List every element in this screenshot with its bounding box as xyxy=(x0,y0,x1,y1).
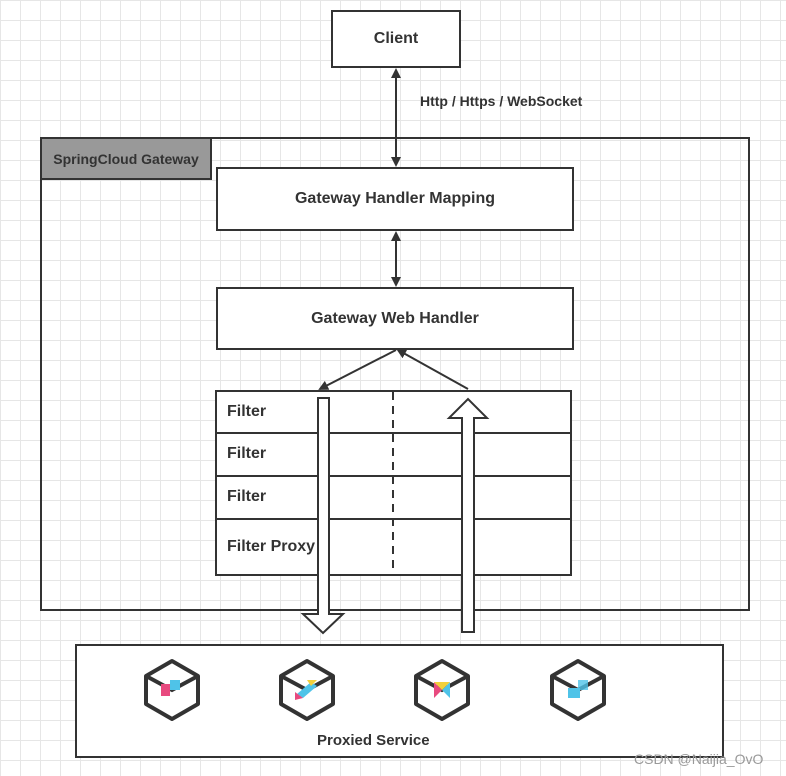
filter-proxy-label: Filter Proxy xyxy=(227,538,316,555)
client-box: Client xyxy=(331,10,461,68)
gateway-title-tag: SpringCloud Gateway xyxy=(40,137,212,180)
filter-row-label: Filter xyxy=(227,444,267,462)
filter-row-label: Filter xyxy=(227,403,267,420)
service-cube-icon xyxy=(550,659,606,721)
filters-to-handler-arrow xyxy=(396,349,469,390)
web-handler-box: Gateway Web Handler xyxy=(216,287,574,350)
watermark: CSDN @Naijia_OvO xyxy=(634,751,764,767)
handler-mapping-box: Gateway Handler Mapping xyxy=(216,167,574,231)
filter-proxy-row: Filter Proxy xyxy=(217,518,570,576)
web-handler-label: Gateway Web Handler xyxy=(311,309,479,327)
filter-row: Filter xyxy=(217,392,570,434)
handler-to-filters-arrow xyxy=(318,349,397,390)
filter-row-label: Filter xyxy=(227,487,267,505)
service-cube-icon xyxy=(144,659,200,721)
proxied-service-label: Proxied Service xyxy=(317,732,430,749)
service-cube-icon xyxy=(414,659,470,721)
gateway-title: SpringCloud Gateway xyxy=(53,150,199,167)
protocol-label: Http / Https / WebSocket xyxy=(420,93,583,109)
response-flow-arrow xyxy=(446,397,490,633)
service-cube-icon xyxy=(279,659,335,721)
handler-mapping-label: Gateway Handler Mapping xyxy=(294,190,496,207)
client-label: Client xyxy=(373,30,419,47)
request-flow-arrow xyxy=(300,397,346,635)
